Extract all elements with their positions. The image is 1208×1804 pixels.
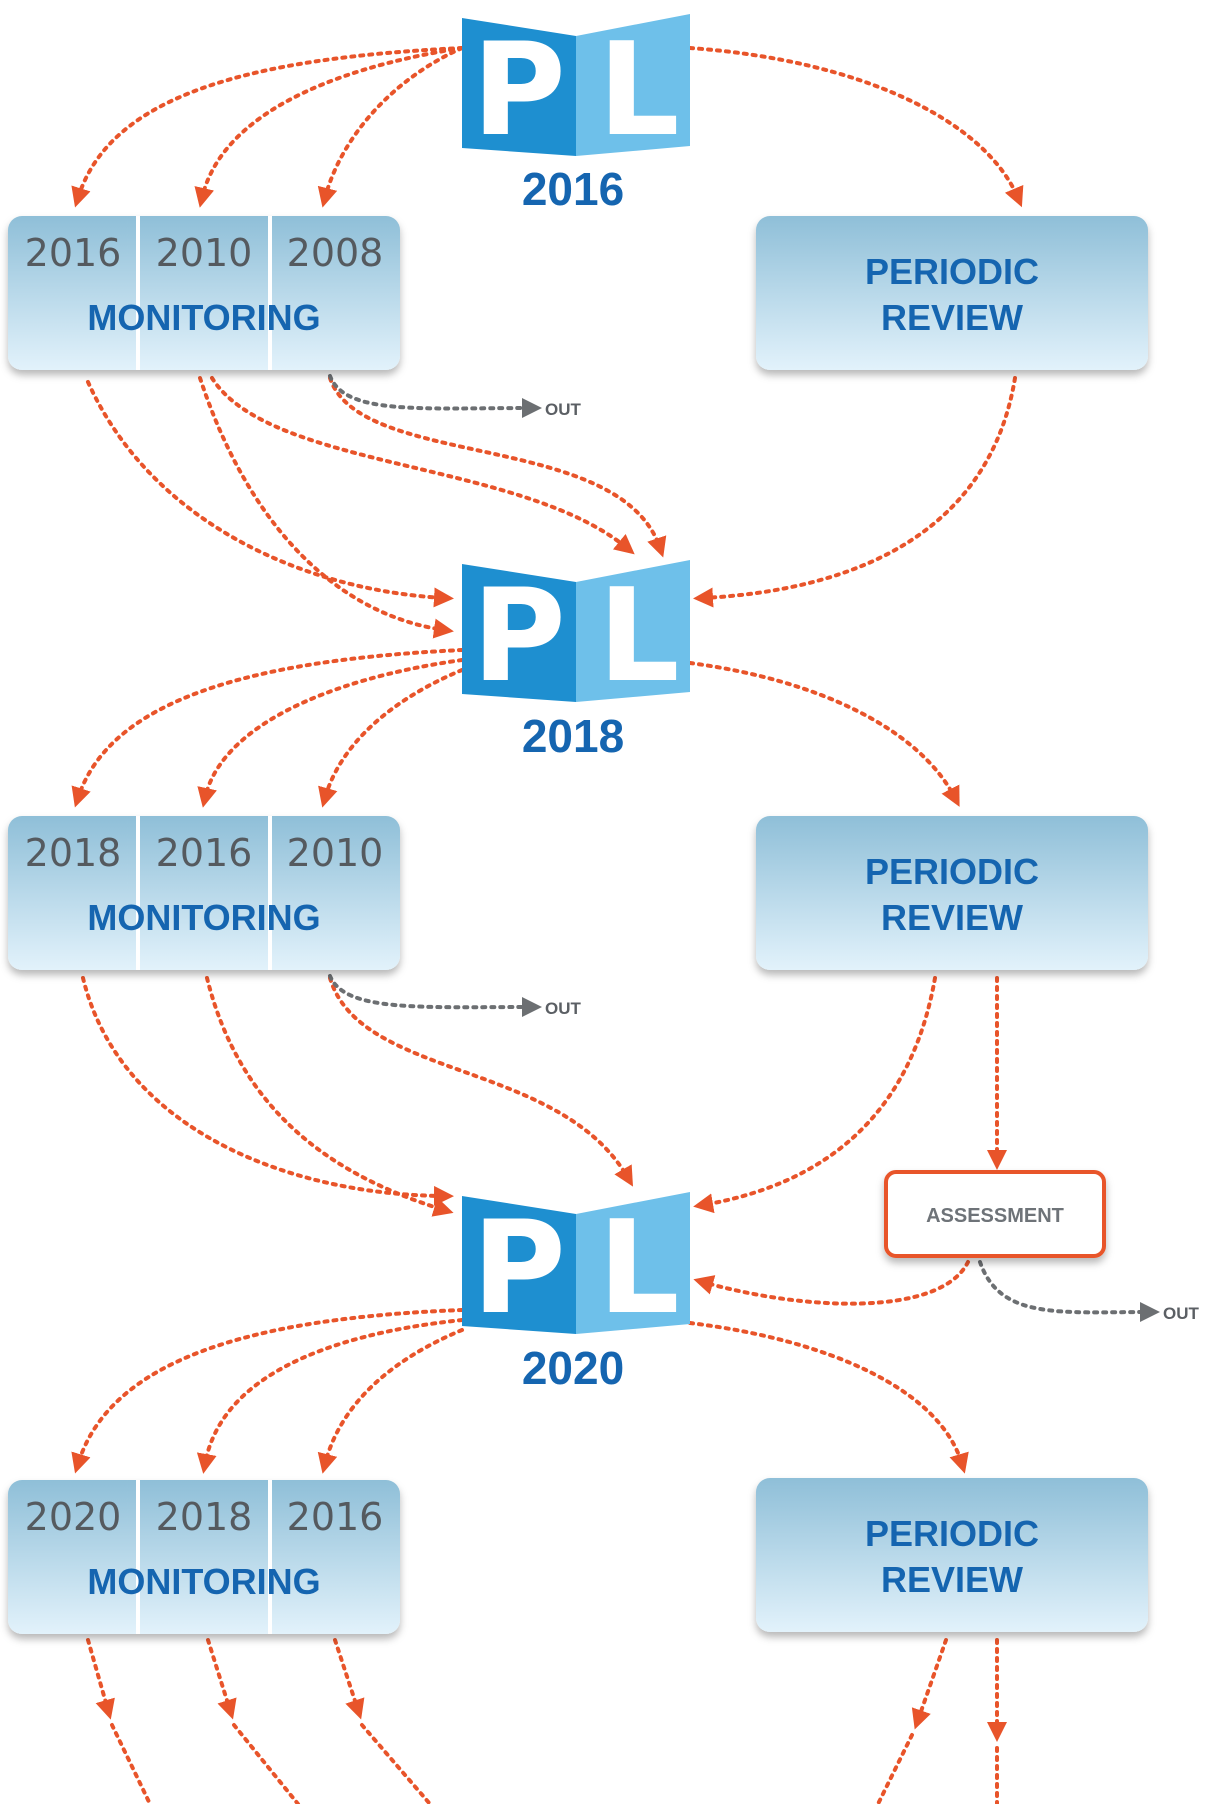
monitoring-year: 2016 <box>287 1495 384 1539</box>
monitoring-box-1: 2016 2010 2008 MONITORING <box>8 216 400 370</box>
review-label-line1: PERIODIC <box>865 851 1039 892</box>
pl-left-panel <box>462 18 576 156</box>
arrow-mon1-to-pl2018d <box>328 376 667 558</box>
pl-right-panel <box>576 1192 690 1334</box>
out-label: OUT <box>1163 1304 1200 1323</box>
monitoring-year: 2010 <box>156 231 253 275</box>
arrow-mon3-out-a <box>86 1638 115 1720</box>
plan-logo-2016: P L <box>462 14 690 165</box>
arrow-mon3-out-c <box>333 1638 365 1720</box>
monitoring-year: 2016 <box>25 231 122 275</box>
arrow-pl2020-to-mon3b <box>196 1318 464 1474</box>
pl-left-panel <box>462 564 576 702</box>
arrow-pl2016-to-mon1a <box>71 46 464 208</box>
arrow-pl2020-to-mon3c <box>317 1328 464 1474</box>
monitoring-label: MONITORING <box>87 297 320 338</box>
pl-left-panel <box>462 1196 576 1334</box>
arrow-assessment-to-pl2020 <box>693 1260 970 1306</box>
pl-letter-p: P <box>472 16 566 165</box>
pl-letter-l: L <box>598 562 680 711</box>
arrow-pl2018-to-rev2 <box>688 661 960 807</box>
arrow-mon1-to-pl2018b <box>198 376 454 639</box>
arrow-pl2016-to-mon1b <box>194 46 464 208</box>
arrow-pl2018-to-mon2c <box>318 668 464 808</box>
assessment-label: ASSESSMENT <box>926 1205 1064 1227</box>
review-box-2: PERIODIC REVIEW <box>756 816 1148 970</box>
arrow-mon2-out <box>328 974 542 1018</box>
arrow-mon2-to-pl2020c <box>328 976 634 1187</box>
arrow-mon2-to-pl2020b <box>205 976 454 1217</box>
plan-logo-2018: P L <box>462 560 690 711</box>
plan-year-2020: 2020 <box>522 1342 624 1394</box>
arrow-pl2018-to-mon2a <box>71 648 464 808</box>
arrow-mon3-out-b2 <box>232 1723 300 1804</box>
arrows <box>71 46 1160 1804</box>
review-box-3: PERIODIC REVIEW <box>756 1478 1148 1632</box>
pl-letter-p: P <box>472 1194 566 1343</box>
monitoring-year: 2020 <box>25 1495 122 1539</box>
review-label-line1: PERIODIC <box>865 251 1039 292</box>
arrow-rev3-out-a2 <box>876 1733 914 1804</box>
pl-right-panel <box>576 14 690 156</box>
monitoring-box-2: 2018 2016 2010 MONITORING <box>8 816 400 970</box>
arrow-rev3-out-a <box>911 1638 948 1730</box>
arrow-mon2-to-pl2020a <box>81 976 454 1206</box>
pl-letter-l: L <box>598 16 680 165</box>
arrow-pl2020-to-mon3a <box>71 1308 464 1474</box>
pl-right-panel <box>576 560 690 702</box>
arrow-mon1-to-pl2018c <box>210 376 635 555</box>
arrow-mon1-out <box>328 374 542 419</box>
arrow-mon3-out-c2 <box>360 1723 432 1804</box>
monitoring-year: 2016 <box>156 831 253 875</box>
pl-letter-p: P <box>472 562 566 711</box>
plan-year-2018: 2018 <box>522 710 624 762</box>
pl-letter-l: L <box>598 1194 680 1343</box>
monitoring-label: MONITORING <box>87 897 320 938</box>
arrow-mon1-to-pl2018a <box>86 380 454 608</box>
monitoring-year: 2010 <box>287 831 384 875</box>
arrow-mon3-out-b <box>206 1638 237 1720</box>
arrow-rev2-to-pl2020 <box>693 976 937 1214</box>
monitoring-box-3: 2020 2018 2016 MONITORING <box>8 1480 400 1634</box>
review-label-line2: REVIEW <box>881 297 1023 338</box>
arrow-pl2018-to-mon2b <box>197 658 464 808</box>
arrow-mon3-out-a2 <box>110 1723 152 1804</box>
out-label: OUT <box>545 400 582 419</box>
arrow-pl2016-to-rev1 <box>688 46 1024 208</box>
arrow-pl2020-to-rev3 <box>688 1321 969 1474</box>
review-label-line2: REVIEW <box>881 1559 1023 1600</box>
monitoring-year: 2008 <box>287 231 384 275</box>
arrow-pl2016-to-mon1c <box>317 46 464 208</box>
arrow-assessment-out <box>978 1260 1160 1323</box>
monitoring-year: 2018 <box>156 1495 253 1539</box>
plan-logo-2020: P L <box>462 1192 690 1343</box>
assessment-box: ASSESSMENT <box>884 1170 1106 1258</box>
plan-year-2016: 2016 <box>522 163 624 215</box>
monitoring-label: MONITORING <box>87 1561 320 1602</box>
monitoring-year: 2018 <box>25 831 122 875</box>
review-box-1: PERIODIC REVIEW <box>756 216 1148 370</box>
arrow-rev1-to-pl2018 <box>693 376 1017 608</box>
review-label-line1: PERIODIC <box>865 1513 1039 1554</box>
review-label-line2: REVIEW <box>881 897 1023 938</box>
out-label: OUT <box>545 999 582 1018</box>
